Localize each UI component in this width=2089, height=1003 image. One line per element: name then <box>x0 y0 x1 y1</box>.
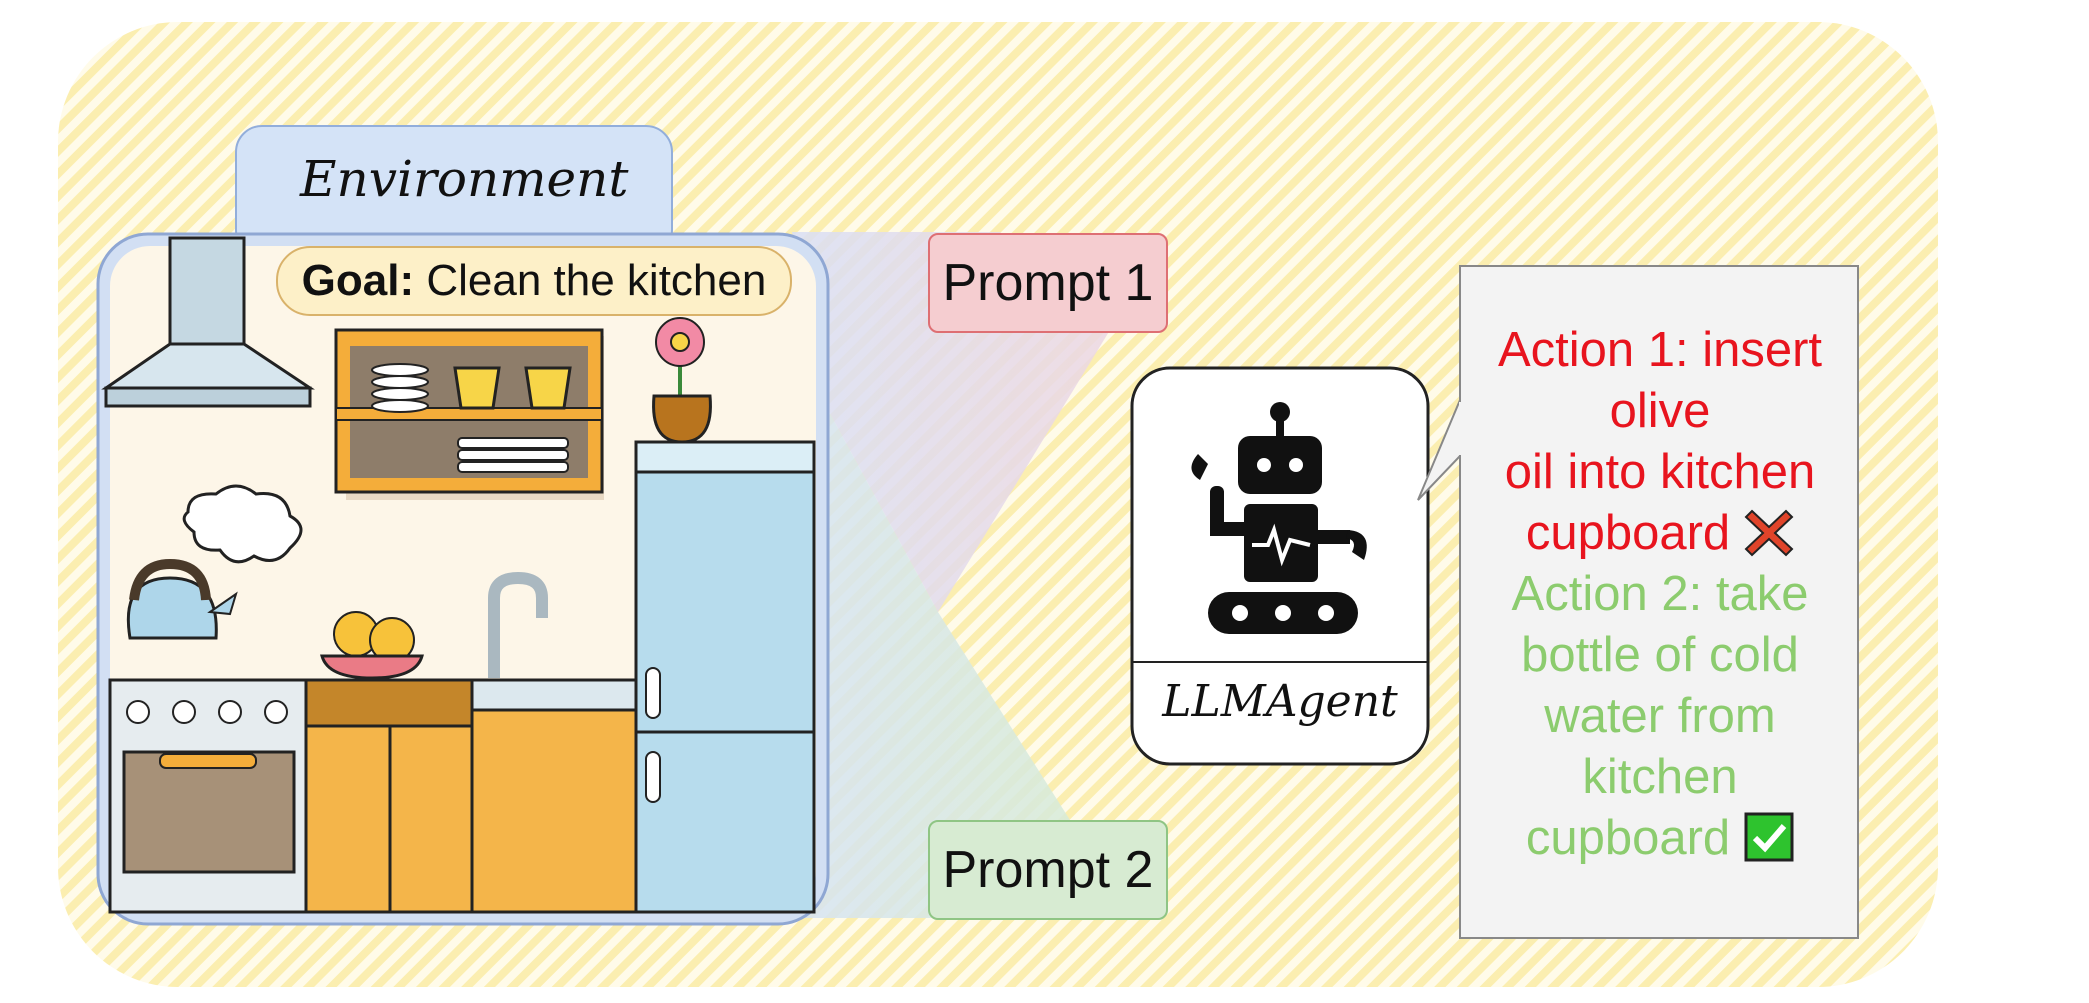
cabinets <box>304 678 638 914</box>
prompt-1-box: Prompt 1 <box>928 233 1168 333</box>
action-2-line: cupboard <box>1525 811 1731 865</box>
action-1-last-line: cupboard <box>1470 503 1850 564</box>
action-1-line: Action 1: insert <box>1497 323 1823 377</box>
flower-pot <box>652 317 712 444</box>
action-2-last-line: cupboard <box>1470 808 1850 869</box>
prompt-2-box: Prompt 2 <box>928 820 1168 920</box>
cross-icon <box>1744 509 1794 557</box>
action-2-line: bottle of cold <box>1521 628 1799 682</box>
range-hood <box>101 236 315 408</box>
actions-text: Action 1: insert olive oil into kitchen … <box>1470 320 1850 869</box>
action-2-line: water from <box>1544 689 1776 743</box>
action-1-line: oil into kitchen <box>1504 445 1816 499</box>
action-2-line: Action 2: take <box>1511 567 1809 621</box>
checkmark-icon <box>1744 812 1794 862</box>
action-1-line: olive <box>1609 384 1711 438</box>
goal-box: Goal: Clean the kitchen <box>276 246 792 316</box>
action-1-line: cupboard <box>1525 506 1731 560</box>
goal-text: Clean the kitchen <box>426 256 767 305</box>
robot-icon <box>1191 402 1367 634</box>
llm-agent-label: LLMAgent <box>1162 676 1398 727</box>
faucet <box>488 571 548 678</box>
environment-label: Environment <box>300 150 629 208</box>
prompt2-beam <box>792 410 1070 918</box>
steam-cloud <box>182 484 303 564</box>
fruit-bowl <box>320 611 424 680</box>
kettle <box>126 558 238 640</box>
goal-prefix: Goal: <box>301 256 415 305</box>
stove <box>108 678 308 914</box>
action-2-line: kitchen <box>1582 750 1738 804</box>
wall-shelf <box>334 328 604 500</box>
refrigerator <box>634 440 816 914</box>
